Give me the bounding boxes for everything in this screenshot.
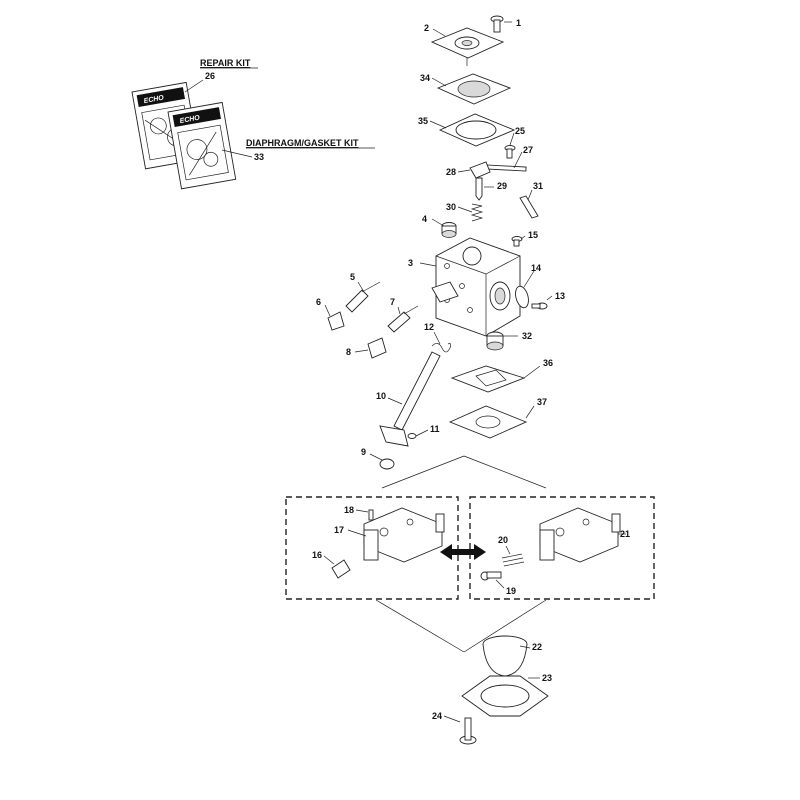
gasket-35: [438, 113, 516, 147]
callout-32: 32: [522, 331, 532, 341]
callout-15: 15: [528, 230, 538, 240]
cover-14: [515, 285, 529, 309]
spring-20: [501, 553, 525, 567]
carb-body-17: [363, 507, 445, 563]
callout-37: 37: [537, 397, 547, 407]
needle-29: [475, 177, 483, 201]
variant-box-left: [285, 496, 459, 600]
callout-numbers: 1 2 3 4 5 6 7 8 9 10 11 12 13 14 15 16 1…: [205, 18, 630, 721]
callout-7: 7: [390, 297, 395, 307]
callout-20: 20: [498, 535, 508, 545]
callout-24: 24: [432, 711, 442, 721]
screw-24: [459, 717, 477, 745]
screw-15: [511, 236, 523, 247]
knob-9: [379, 458, 395, 470]
cap-6: [327, 311, 345, 331]
gasket-37: [448, 405, 528, 439]
callout-4: 4: [422, 214, 427, 224]
pump-cover-2: [430, 27, 505, 66]
spring-30: [470, 203, 484, 222]
diaphragm-kit-header: DIAPHRAGM/GASKET KIT: [246, 138, 359, 148]
clip-31: [519, 195, 539, 219]
callout-9: 9: [361, 447, 366, 457]
carburetor-body-3: [431, 237, 521, 337]
screw-16: [331, 559, 351, 579]
plug-4: [441, 222, 457, 238]
callout-18: 18: [344, 505, 354, 515]
callout-34: 34: [420, 73, 430, 83]
gasket-36: [450, 365, 526, 393]
callout-6: 6: [316, 297, 321, 307]
cup-22: [482, 635, 528, 677]
throttle-shaft-10: [379, 351, 441, 447]
gasket-23: [461, 675, 549, 717]
screw-25: [504, 145, 516, 159]
pin-27: [485, 164, 527, 172]
callout-13: 13: [555, 291, 565, 301]
callout-1: 1: [516, 18, 521, 28]
callout-16: 16: [312, 550, 322, 560]
callout-17: 17: [334, 525, 344, 535]
repair-kit-header: REPAIR KIT: [200, 58, 251, 68]
lever-28: [469, 161, 491, 179]
variant-box-right: [469, 496, 655, 600]
callout-2: 2: [424, 23, 429, 33]
diaphragm-kit-brand: ECHO: [179, 115, 201, 126]
callout-leaders: [323, 21, 626, 723]
callout-22: 22: [532, 642, 542, 652]
repair-kit-brand: ECHO: [143, 95, 165, 106]
callout-26: 26: [205, 71, 215, 81]
cap-8: [367, 337, 387, 359]
callout-10: 10: [376, 391, 386, 401]
screw-19: [480, 571, 502, 581]
pin-18: [368, 509, 374, 521]
callout-28: 28: [446, 167, 456, 177]
clip-11: [407, 433, 417, 439]
diaphragm-34: [436, 73, 512, 105]
callout-29: 29: [497, 181, 507, 191]
plug-32: [486, 331, 504, 351]
needle-5: [345, 281, 381, 313]
callout-27: 27: [523, 145, 533, 155]
carb-body-21: [539, 507, 621, 563]
callout-11: 11: [430, 424, 440, 434]
callout-21: 21: [620, 529, 630, 539]
callout-8: 8: [346, 347, 351, 357]
callout-5: 5: [350, 272, 355, 282]
callout-31: 31: [533, 181, 543, 191]
callout-35: 35: [418, 116, 428, 126]
diaphragm-gasket-kit-package: ECHO: [167, 101, 237, 190]
callout-3: 3: [408, 258, 413, 268]
callout-36: 36: [543, 358, 553, 368]
callout-14: 14: [531, 263, 541, 273]
screw-13: [531, 302, 548, 310]
needle-7: [387, 305, 419, 333]
callout-33: 33: [254, 152, 264, 162]
callout-19: 19: [506, 586, 516, 596]
spring-12: [431, 343, 452, 353]
callout-25: 25: [515, 126, 525, 136]
variant-arrow-icon: [440, 544, 486, 560]
screw-1: [490, 15, 504, 33]
callout-23: 23: [542, 673, 552, 683]
callout-12: 12: [424, 322, 434, 332]
callout-30: 30: [446, 202, 456, 212]
